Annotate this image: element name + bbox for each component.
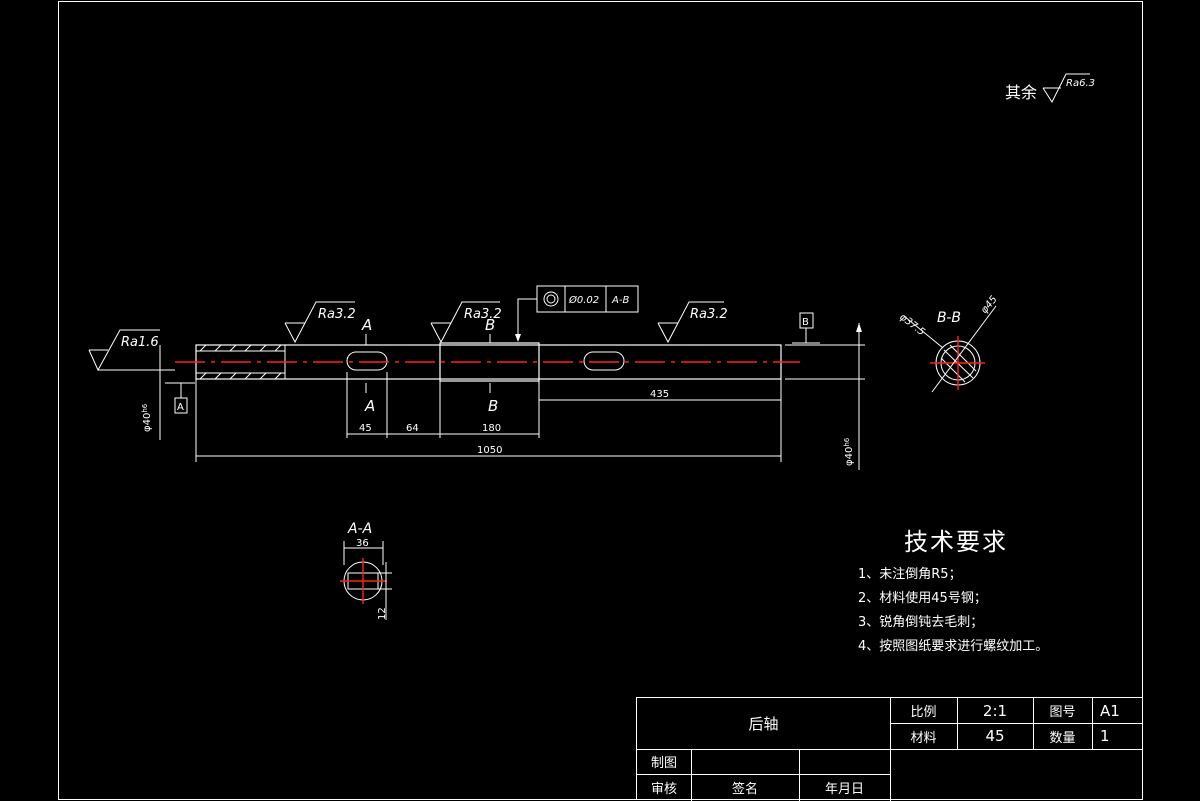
tech-req-item: 3、锐角倒钝去毛刺；	[858, 615, 984, 630]
tech-req-item: 2、材料使用45号钢；	[858, 591, 987, 606]
datum-b-symbol	[792, 312, 820, 344]
section-mark-b-bottom: B	[488, 397, 498, 415]
dim-180: 180	[482, 423, 501, 434]
roughness-symbol-mid2	[430, 301, 500, 344]
section-aa-title: A-A	[347, 521, 372, 537]
drawing-no-value: A1	[1100, 701, 1120, 720]
dim-dia-right: φ40h6	[843, 437, 855, 466]
checked-label: 审核	[650, 782, 677, 797]
section-bb-view	[903, 305, 997, 393]
scale-label: 比例	[910, 705, 937, 720]
roughness-symbol-right	[657, 301, 724, 344]
roughness-label-left: Ra1.6	[121, 335, 159, 350]
tolerance-datum: A-B	[611, 295, 629, 306]
section-aa-height: 12	[377, 607, 388, 620]
roughness-label-mid2: Ra3.2	[464, 307, 502, 322]
dim-64: 64	[406, 423, 419, 434]
section-mark-a-bottom: A	[364, 397, 375, 415]
datum-b-label: B	[802, 317, 809, 328]
dim-1050: 1050	[477, 445, 502, 456]
scale-value: 2:1	[982, 701, 1008, 720]
part-name: 后轴	[748, 715, 779, 733]
material-label: 材料	[910, 730, 937, 746]
dimension-lines	[159, 323, 865, 470]
datum-a-symbol	[165, 382, 195, 414]
surface-note-label: 其余	[1005, 83, 1037, 102]
section-bb-title: B-B	[937, 310, 961, 326]
section-aa-view	[340, 541, 392, 620]
tech-req-item: 4、按照图纸要求进行螺纹加工。	[858, 639, 1049, 654]
tolerance-value: Ø0.02	[568, 294, 599, 306]
surface-note-symbol	[1042, 73, 1090, 104]
surface-note-ra: Ra6.3	[1066, 78, 1095, 89]
roughness-symbol-mid1	[284, 301, 355, 344]
section-aa-width: 36	[356, 538, 369, 549]
roughness-symbol-left	[88, 329, 175, 372]
title-block: 后轴 比例 2:1 图号 A1 材料 45 数量 1 制图 审核 签名 年月日	[636, 697, 1143, 801]
technical-requirements: 技术要求 1、未注倒角R5； 2、材料使用45号钢； 3、锐角倒钝去毛刺； 4、…	[858, 522, 1158, 659]
datum-a-label: A	[177, 402, 184, 413]
qty-value: 1	[1100, 727, 1110, 745]
dim-45: 45	[359, 423, 372, 434]
tech-req-title: 技术要求	[904, 528, 1008, 556]
material-value: 45	[985, 727, 1005, 745]
dim-435: 435	[650, 389, 669, 400]
section-bb-dia1: φ37.5	[897, 312, 927, 338]
section-mark-a-top: A	[361, 316, 372, 334]
sign-label: 签名	[731, 782, 758, 797]
tech-req-item: 1、未注倒角R5；	[858, 567, 962, 582]
roughness-label-right: Ra3.2	[690, 307, 728, 322]
qty-label: 数量	[1049, 730, 1076, 746]
tolerance-frame	[515, 285, 639, 342]
drawn-label: 制图	[650, 756, 677, 771]
drawing-no-label: 图号	[1049, 705, 1076, 720]
dim-dia-left: φ40h6	[141, 403, 153, 432]
date-label: 年月日	[824, 782, 864, 797]
section-mark-b-top: B	[485, 316, 495, 334]
roughness-label-mid1: Ra3.2	[318, 307, 356, 322]
section-bb-dia2: φ45	[979, 294, 1000, 316]
